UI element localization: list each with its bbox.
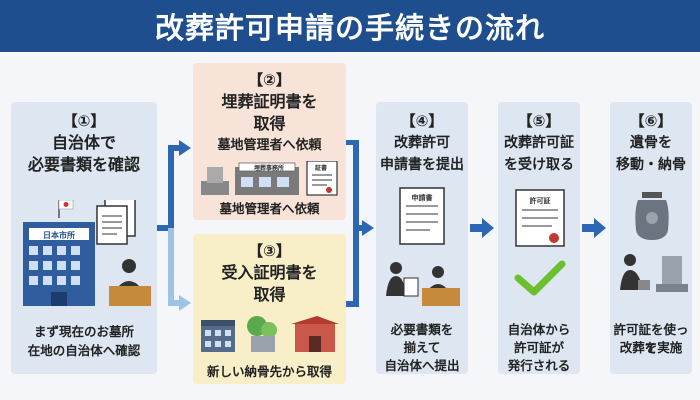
step5-desc-line1: 自治体から (507, 322, 571, 337)
step3-panel: 【③】 受入証明書を 取得 新しい納骨先から取得 (193, 234, 346, 384)
step3-title-line1: 受入証明書を (221, 263, 318, 282)
step6-number: 【⑥】 (629, 112, 673, 130)
step5-desc-line2: 許可証が (513, 340, 564, 355)
step4-title-line1: 改葬許可 (394, 135, 450, 151)
step1-title-line2: 必要書類を確認 (27, 155, 140, 174)
step5-title-line2: を受け取る (504, 157, 574, 173)
step6-title-line1: 遺骨を (630, 135, 672, 151)
step3-title-line2: 取得 (253, 285, 286, 304)
step4-desc-line3: 自治体へ提出 (384, 358, 460, 373)
check-icon (514, 260, 566, 296)
step2-title-line2: 取得 (253, 114, 286, 133)
step1-panel: 【①】 自治体で 必要書類を確認 日本市所 まず現在のお墓所 在地の自治体へ確認 (11, 102, 157, 374)
step4-desc-line2: 揃えて (403, 340, 441, 355)
permit-certificate-icon (515, 189, 565, 247)
new-burial-site-icon (201, 316, 339, 352)
merge-arrows (346, 140, 374, 307)
step1-desc-line2: 在地の自治体へ確認 (27, 343, 141, 358)
city-hall-sign: 日本市所 (43, 231, 75, 240)
application-submit-icon (386, 187, 460, 306)
page-title: 改葬許可申請の手続きの流れ (0, 0, 700, 52)
arrow-5-to-6 (582, 218, 606, 238)
step2-desc: 墓地管理者へ依頼 (219, 201, 320, 216)
city-hall-icon (23, 200, 151, 306)
application-doc-label: 申請書 (411, 194, 433, 202)
step5-panel: 【⑤】 改葬許可証 を受け取る 許可証 自治体から 許可証が 発行される (498, 102, 580, 374)
step4-desc-line1: 必要書類を (390, 322, 454, 337)
step5-number: 【⑤】 (517, 112, 561, 130)
step6-desc-line1: 許可証を使って (613, 322, 689, 356)
grave-office-icon (201, 161, 338, 196)
step5-desc-line3: 発行される (507, 358, 571, 373)
step1-number: 【①】 (62, 112, 106, 130)
step2-title-line1: 埋葬証明書を (221, 92, 318, 111)
step6-title-line2: 移動・納骨 (616, 157, 686, 173)
branch-arrows (157, 140, 191, 311)
step3-number: 【③】 (248, 242, 291, 260)
step2-subtitle: 墓地管理者へ依頼 (217, 138, 322, 153)
step1-desc-line1: まず現在のお墓所 (33, 324, 134, 339)
step6-desc-line2: 改葬を実施 (619, 340, 683, 355)
cert-label: 証書 (314, 165, 327, 172)
arrow-4-to-5 (470, 218, 494, 238)
step4-panel: 【④】 改葬許可 申請書を提出 申請書 必要書類を 揃えて 自治体へ提出 (376, 102, 468, 374)
step4-title-line2: 申請書を提出 (380, 157, 464, 173)
permit-doc-label: 許可証 (529, 197, 551, 205)
step2-number: 【②】 (248, 71, 291, 89)
step1-title-line1: 自治体で (51, 133, 116, 152)
step6-panel: 【⑥】 遺骨を 移動・納骨 許可証を使って 改葬を実施 (610, 102, 692, 374)
step3-desc: 新しい納骨先から取得 (206, 364, 332, 379)
step5-title-line1: 改葬許可証 (504, 135, 574, 151)
step4-number: 【④】 (400, 112, 444, 130)
urn-and-grave-icon (620, 192, 688, 292)
office-sign: 埋葬事務所 (253, 165, 284, 172)
step2-panel: 【②】 埋葬証明書を 取得 墓地管理者へ依頼 埋葬事務所 証書 墓地管理者へ依頼 (193, 63, 346, 220)
